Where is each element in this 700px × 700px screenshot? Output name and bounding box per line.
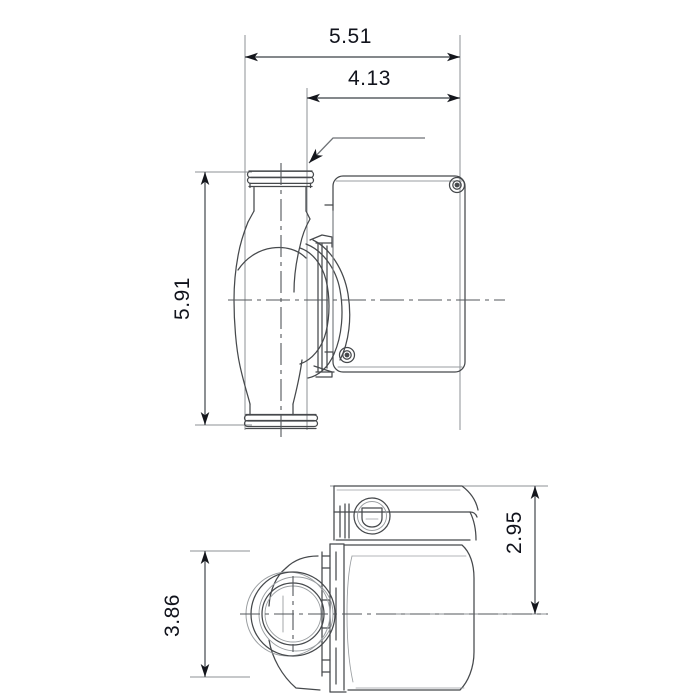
pump-side-geometry <box>233 170 466 430</box>
extension-lines-lower <box>190 485 548 678</box>
flange-leader <box>308 137 425 164</box>
control-knob <box>353 497 391 535</box>
overall-height-value: 5.91 <box>170 277 194 320</box>
extension-lines-upper <box>195 35 461 430</box>
plan-width-value: 3.86 <box>160 594 184 637</box>
motor-offset-value: 4.13 <box>348 67 391 90</box>
screw-boss-bottom <box>338 346 356 364</box>
motor-body-plan <box>343 544 475 691</box>
pump-plan-geometry <box>245 485 479 693</box>
plan-depth-value: 2.95 <box>502 511 526 554</box>
screw-boss-top <box>448 176 466 194</box>
mount-plate-plan <box>321 543 347 693</box>
motor-shoulder <box>324 204 334 353</box>
mount-plate <box>309 234 335 378</box>
cap-side-rib <box>339 503 350 539</box>
side-elevation-view <box>195 35 505 437</box>
suction-neck <box>247 186 311 223</box>
motor-terminal-box <box>332 175 466 373</box>
motor-cap <box>333 485 479 541</box>
plan-view <box>190 485 548 693</box>
overall-width-value: 5.51 <box>329 25 372 48</box>
